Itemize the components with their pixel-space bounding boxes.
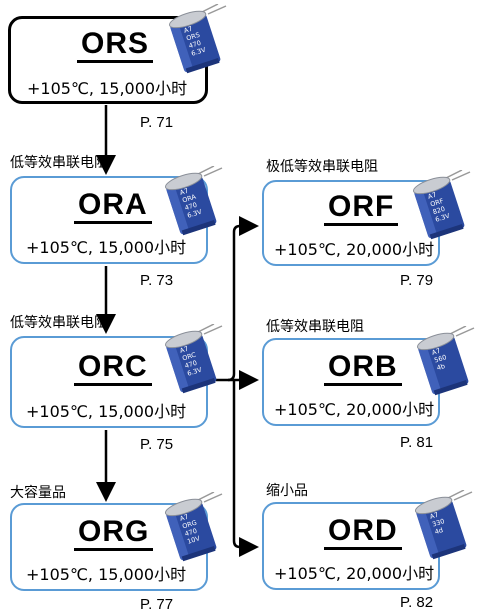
series-spec: +105℃, 15,000小时 [27, 79, 188, 98]
series-spec: +105℃, 15,000小时 [26, 238, 187, 257]
series-name: ORF [324, 192, 399, 226]
feature-label-orf: 极低等效串联电阻 [266, 159, 378, 175]
series-name: ORB [324, 352, 402, 386]
series-box-ors: ORS +105℃, 15,000小时 [8, 16, 208, 104]
page-ref-org: P. 77 [140, 596, 174, 613]
page-ref-ora: P. 73 [140, 272, 174, 289]
feature-label-org: 大容量品 [10, 485, 66, 501]
page-ref-ord: P. 82 [400, 594, 434, 611]
feature-label-orb: 低等效串联电阻 [266, 319, 364, 335]
capacitor-marking: 820 [432, 205, 446, 216]
series-spec: +105℃, 20,000小时 [274, 564, 435, 583]
feature-label-orc: 低等效串联电阻 [10, 315, 108, 331]
capacitor-marking: A7 [179, 345, 190, 355]
feature-label-ora: 低等效串联电阻 [10, 155, 108, 171]
capacitor-marking: ORS [185, 31, 201, 43]
capacitor-marking: A7 [183, 25, 194, 35]
capacitor-marking: A7 [431, 347, 442, 357]
capacitor-marking: 10V [186, 534, 201, 546]
series-box-ord: ORD +105℃, 20,000小时 [262, 502, 440, 590]
series-spec: +105℃, 15,000小时 [26, 402, 187, 421]
page-ref-ors: P. 71 [140, 114, 174, 131]
capacitor-marking: 560 [433, 353, 447, 364]
page-ref-orf: P. 79 [400, 272, 434, 289]
arrow-orc-to-ord [232, 380, 259, 557]
capacitor-marking: 330 [431, 517, 445, 528]
capacitor-marking: A7 [179, 187, 190, 197]
series-name: ORG [74, 517, 154, 551]
series-name: ORC [74, 352, 152, 386]
capacitor-marking: 4b [436, 362, 446, 372]
capacitor-marking: ORF [429, 197, 444, 209]
capacitor-marking: 470 [184, 527, 198, 538]
capacitor-marking: 470 [188, 39, 202, 50]
series-name: ORS [77, 29, 154, 63]
capacitor-marking: 4d [434, 526, 444, 536]
capacitor-marking: A7 [427, 191, 438, 201]
series-spec: +105℃, 20,000小时 [274, 400, 435, 419]
feature-label-ord: 缩小品 [266, 483, 308, 499]
capacitor-marking: A7 [179, 513, 190, 523]
series-spec: +105℃, 20,000小时 [274, 240, 435, 259]
capacitor-marking: 470 [184, 201, 198, 212]
series-box-orb: ORB +105℃, 20,000小时 [262, 338, 440, 426]
page-ref-orc: P. 75 [140, 436, 174, 453]
series-name: ORD [324, 516, 402, 550]
capacitor-marking: 470 [184, 359, 198, 370]
series-name: ORA [74, 190, 152, 224]
page-ref-orb: P. 81 [400, 434, 434, 451]
series-spec: +105℃, 15,000小时 [26, 565, 187, 584]
capacitor-marking: A7 [429, 511, 440, 521]
